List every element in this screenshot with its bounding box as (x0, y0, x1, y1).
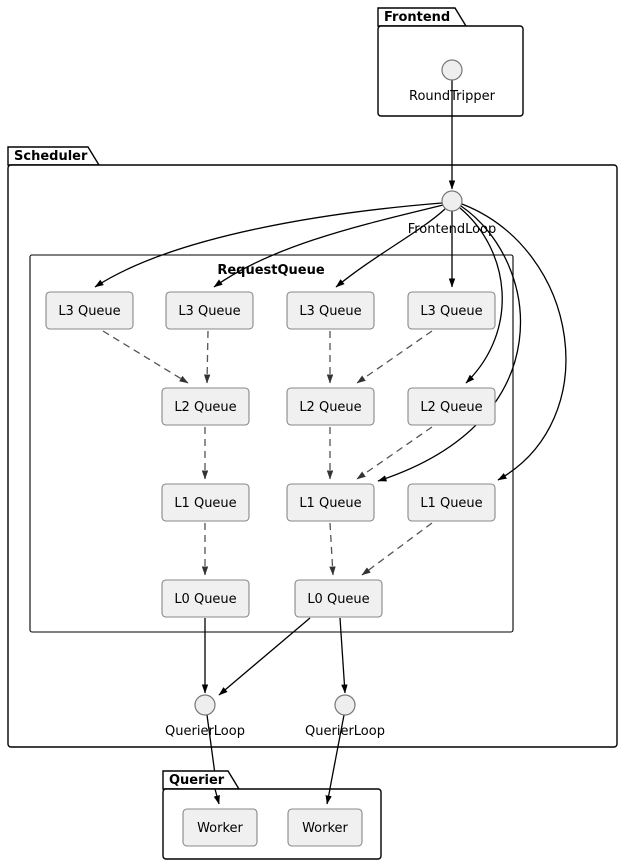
node-l2-queue-2[interactable]: L2 Queue (286, 387, 375, 426)
edge-querierloop-1-to-worker-1-tip (213, 788, 220, 805)
group-request-queue: RequestQueue (29, 254, 514, 633)
node-l1-queue-2-box[interactable] (286, 483, 375, 522)
node-l0-queue-2-box[interactable] (294, 579, 383, 618)
node-l3-queue-1-box[interactable] (45, 291, 134, 330)
node-worker-1-box[interactable] (182, 808, 258, 847)
node-l3-queue-4[interactable]: L3 Queue (407, 291, 496, 330)
node-l2-queue-1[interactable]: L2 Queue (161, 387, 250, 426)
package-frontend-title: Frontend (384, 10, 450, 25)
node-l3-queue-3-label: L3 Queue (299, 304, 361, 319)
edge-l0-2-to-querierloop-2 (339, 617, 348, 694)
node-frontendloop-label: FrontendLoop (408, 222, 497, 237)
edge-frontendloop-to-l3-3 (335, 208, 446, 288)
node-querierloop-2[interactable]: QuerierLoop (305, 694, 385, 739)
node-querierloop-2-circle[interactable] (334, 694, 356, 716)
node-querierloop-2-label: QuerierLoop (305, 724, 385, 739)
node-l2-queue-3-box[interactable] (407, 387, 496, 426)
node-l3-queue-1-label: L3 Queue (58, 304, 120, 319)
node-l3-queue-4-label: L3 Queue (420, 304, 482, 319)
node-l0-queue-1[interactable]: L0 Queue (161, 579, 250, 618)
edge-frontendloop-to-l2-3 (459, 207, 503, 384)
node-l1-queue-1-box[interactable] (161, 483, 250, 522)
node-roundtripper[interactable]: RoundTripper (409, 59, 496, 104)
node-l1-queue-3-box[interactable] (407, 483, 496, 522)
node-l3-queue-3[interactable]: L3 Queue (286, 291, 375, 330)
node-roundtripper-circle[interactable] (441, 59, 463, 81)
node-worker-2[interactable]: Worker (287, 808, 363, 847)
node-l1-queue-1[interactable]: L1 Queue (161, 483, 250, 522)
edge-frontendloop-to-l1-2 (377, 205, 522, 482)
package-scheduler-title: Scheduler (14, 149, 88, 164)
node-l3-queue-2-box[interactable] (165, 291, 254, 330)
node-l2-queue-3[interactable]: L2 Queue (407, 387, 496, 426)
group-request-queue-title: RequestQueue (217, 263, 325, 278)
node-worker-2-label: Worker (302, 821, 348, 836)
edge-l0-2-to-querierloop-1 (218, 617, 311, 696)
node-l0-queue-1-box[interactable] (161, 579, 250, 618)
node-l2-queue-3-label: L2 Queue (420, 400, 482, 415)
queue-node-layer: L3 Queue L3 Queue L3 Queue L3 Queue L2 Q… (45, 291, 496, 847)
node-l2-queue-1-label: L2 Queue (174, 400, 236, 415)
node-l3-queue-2[interactable]: L3 Queue (165, 291, 254, 330)
node-frontendloop-circle[interactable] (441, 190, 463, 212)
node-l0-queue-2[interactable]: L0 Queue (294, 579, 383, 618)
node-l1-queue-2-label: L1 Queue (299, 496, 361, 511)
node-l0-queue-2-label: L0 Queue (307, 592, 369, 607)
edge-frontendloop-to-l3-1 (94, 202, 443, 288)
node-worker-2-box[interactable] (287, 808, 363, 847)
node-l1-queue-1-label: L1 Queue (174, 496, 236, 511)
node-querierloop-1-label: QuerierLoop (165, 724, 245, 739)
node-l1-queue-3[interactable]: L1 Queue (407, 483, 496, 522)
node-l1-queue-2[interactable]: L1 Queue (286, 483, 375, 522)
node-l3-queue-1[interactable]: L3 Queue (45, 291, 134, 330)
node-l3-queue-3-box[interactable] (286, 291, 375, 330)
edge-querierloop-2-to-worker-2-tip (325, 788, 332, 805)
package-querier-title: Querier (169, 773, 225, 788)
edge-layer (94, 80, 567, 805)
node-roundtripper-label: RoundTripper (409, 89, 496, 104)
edge-l3-2-to-l2-1 (203, 330, 211, 384)
edge-l3-1-to-l2-1 (102, 330, 189, 384)
interface-node-layer: RoundTripper FrontendLoop QuerierLoop Qu… (165, 59, 497, 739)
edge-l3-4-to-l2-2 (356, 330, 433, 384)
node-l2-queue-1-box[interactable] (161, 387, 250, 426)
node-l2-queue-2-box[interactable] (286, 387, 375, 426)
node-l3-queue-4-box[interactable] (407, 291, 496, 330)
edge-frontendloop-to-l1-3 (461, 203, 567, 481)
edge-l1-2-to-l0-2 (329, 522, 336, 576)
edge-l1-3-to-l0-2 (361, 522, 433, 576)
node-l2-queue-2-label: L2 Queue (299, 400, 361, 415)
node-l1-queue-3-label: L1 Queue (420, 496, 482, 511)
node-worker-1[interactable]: Worker (182, 808, 258, 847)
node-querierloop-1[interactable]: QuerierLoop (165, 694, 245, 739)
node-l0-queue-1-label: L0 Queue (174, 592, 236, 607)
edge-frontendloop-to-l3-2 (213, 204, 444, 288)
querier-inbound-arrows (213, 788, 332, 805)
edge-l2-3-to-l1-2 (356, 426, 433, 480)
node-frontendloop[interactable]: FrontendLoop (408, 190, 497, 237)
node-l3-queue-2-label: L3 Queue (178, 304, 240, 319)
node-worker-1-label: Worker (197, 821, 243, 836)
node-querierloop-1-circle[interactable] (194, 694, 216, 716)
